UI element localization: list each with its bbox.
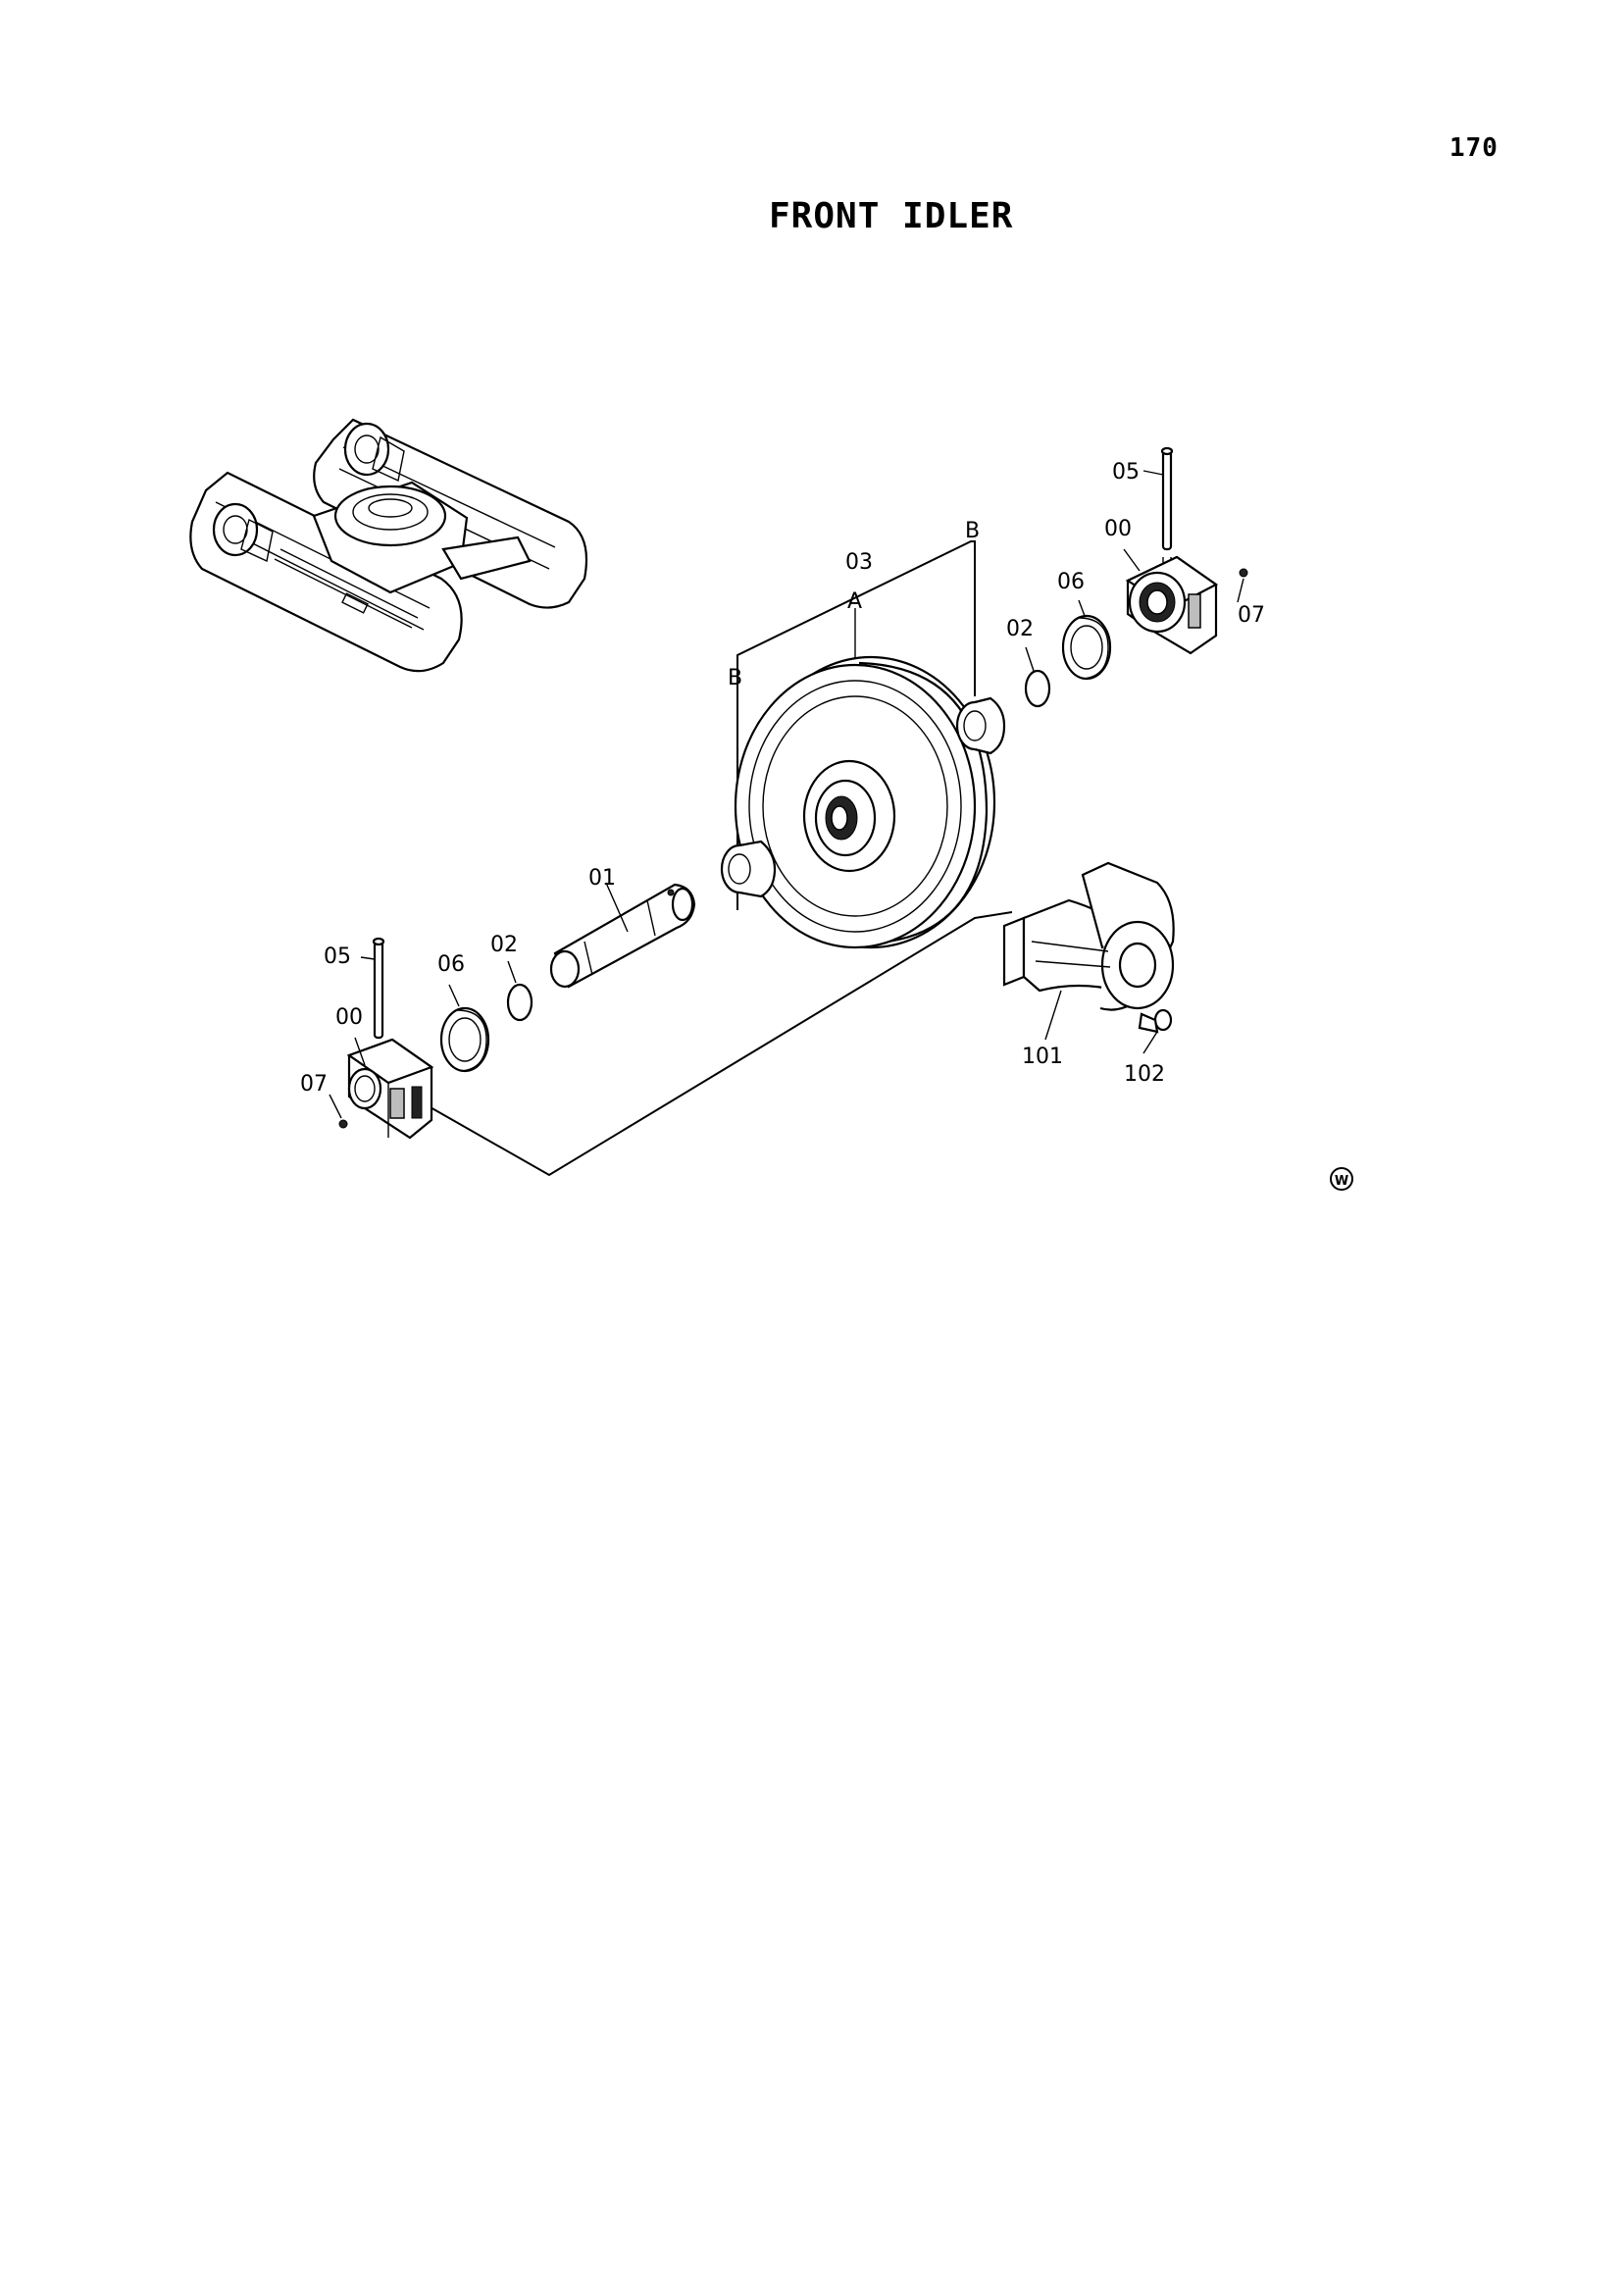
housing-left bbox=[346, 1038, 434, 1140]
callout-plug-left: 07 bbox=[300, 1072, 328, 1097]
circled-w-letter: W bbox=[1335, 1174, 1348, 1189]
callout-seal-left: 06 bbox=[437, 952, 465, 977]
bushing-right bbox=[955, 696, 1006, 755]
bolt bbox=[1138, 1008, 1173, 1034]
circled-w-mark-icon: W bbox=[1330, 1167, 1353, 1191]
bushing-left bbox=[720, 840, 777, 898]
page-title: FRONT IDLER bbox=[769, 196, 1014, 236]
housing-right bbox=[1125, 555, 1219, 655]
undercarriage-overview-icon bbox=[189, 418, 588, 673]
plug-right bbox=[1239, 568, 1248, 578]
ring-right bbox=[1024, 669, 1051, 708]
callout-idler-wheel-letter: A bbox=[847, 589, 862, 614]
shaft bbox=[549, 883, 696, 989]
callout-yoke: 101 bbox=[1022, 1045, 1063, 1069]
callout-pin-left: 05 bbox=[324, 944, 351, 969]
pin-right bbox=[1160, 446, 1174, 573]
callout-pin-right: 05 bbox=[1112, 460, 1140, 485]
ring-left bbox=[506, 983, 533, 1022]
callout-ring-left: 02 bbox=[490, 933, 518, 957]
callout-ring-right: 02 bbox=[1006, 617, 1034, 641]
yoke bbox=[1002, 861, 1175, 1011]
callout-idler-wheel: 03 bbox=[845, 550, 873, 575]
callout-seal-right: 06 bbox=[1057, 570, 1085, 594]
seal-left bbox=[439, 1006, 490, 1073]
callout-plug-right: 07 bbox=[1238, 603, 1265, 628]
reference-lines bbox=[421, 540, 1013, 1177]
callout-bushing-left-letter: B bbox=[728, 666, 742, 690]
idler-wheel bbox=[734, 655, 996, 949]
leader-lines bbox=[329, 470, 1244, 1119]
plug-left bbox=[338, 1119, 348, 1129]
callout-housing-right: 00 bbox=[1104, 517, 1132, 541]
page-number: 170 bbox=[1449, 133, 1498, 163]
seal-right bbox=[1061, 614, 1112, 681]
callout-housing-left: 00 bbox=[335, 1005, 363, 1030]
callout-bolt: 102 bbox=[1124, 1062, 1165, 1087]
callout-bushing-right-letter: B bbox=[965, 519, 980, 543]
callout-shaft: 01 bbox=[588, 866, 616, 891]
